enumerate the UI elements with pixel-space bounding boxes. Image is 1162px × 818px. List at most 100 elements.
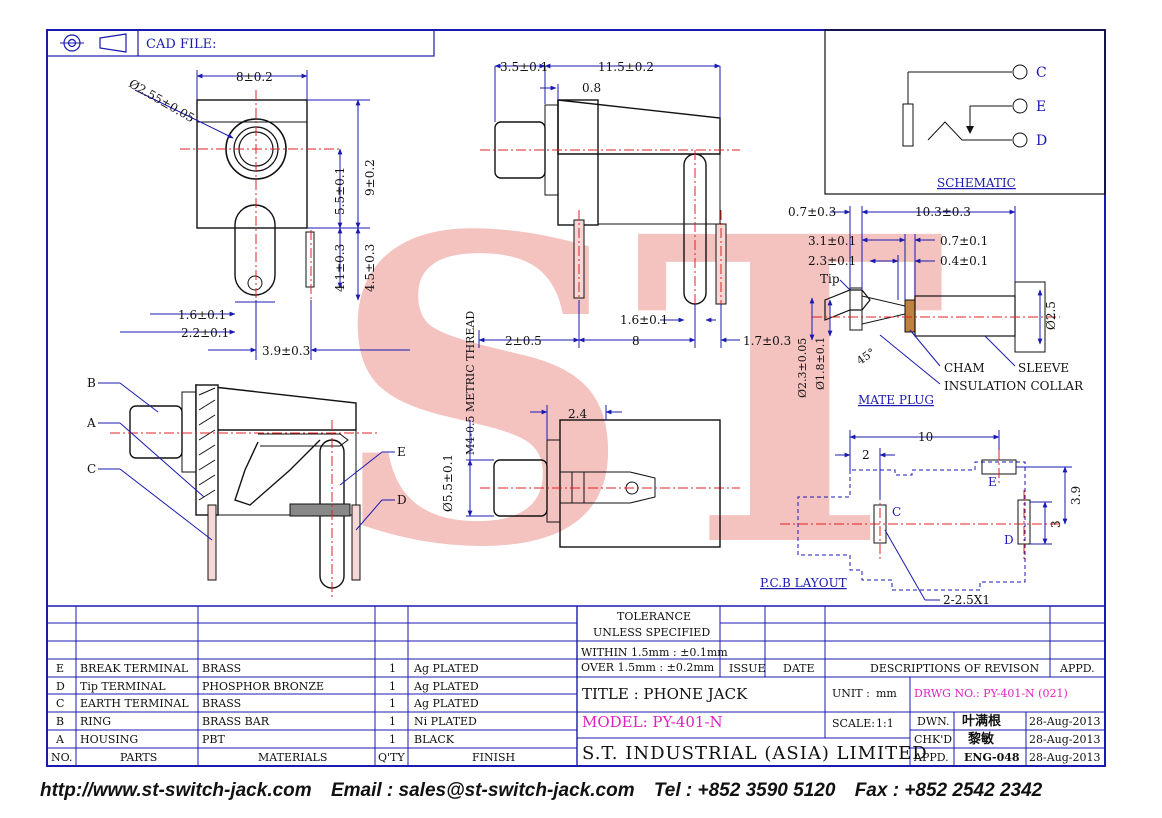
bom-row-2-no: C	[56, 697, 64, 710]
tel-text: Tel : +852 3590 5120	[653, 780, 836, 801]
dim-pin-w-a: 1.6±0.1	[178, 308, 226, 322]
revision-header: ISSUE DATE DESCRIPTIONS OF REVISON APPD.	[729, 662, 1095, 675]
bom-row-0-material: BRASS	[202, 662, 241, 675]
top-view-dimensions	[466, 405, 622, 517]
dwn-date: 28-Aug-2013	[1029, 715, 1101, 728]
top-view	[480, 419, 740, 548]
side-view-dimensions	[478, 63, 740, 348]
unit-value: mm	[876, 687, 897, 700]
title-text: TITLE : PHONE JACK	[582, 685, 748, 703]
pcb-dim-10: 10	[918, 430, 933, 444]
plug-dim-2: 3.1±0.1	[808, 234, 856, 248]
section-label-b: B	[87, 376, 96, 390]
bom-row-4-part: HOUSING	[80, 733, 138, 746]
bom-row-4-qty: 1	[389, 733, 396, 746]
dim-side-step: 0.8	[582, 81, 601, 95]
rev-date: DATE	[783, 662, 815, 675]
bom-row-1-finish: Ag PLATED	[413, 680, 479, 693]
dim-pin-spacing: 3.9±0.3	[262, 344, 310, 358]
bom-row-3-part: RING	[80, 715, 111, 728]
dim-front-width: 8±0.2	[236, 70, 273, 84]
pcb-dim-39: 3.9	[1069, 486, 1083, 505]
front-view	[180, 90, 340, 300]
plug-dim-6: Ø2.5	[1044, 301, 1058, 330]
bom-row-3-qty: 1	[389, 715, 396, 728]
bom-header-parts: PARTS	[120, 751, 157, 764]
bom-row-3-material: BRASS BAR	[202, 715, 270, 728]
bom-row-2-part: EARTH TERMINAL	[80, 697, 189, 710]
scale-value: 1:1	[876, 717, 894, 730]
dim-top-dia: Ø5.5±0.1	[441, 454, 455, 512]
section-view	[110, 384, 380, 600]
bom-header-no: NO.	[51, 751, 73, 764]
dim-side-pin-w: 1.6±0.1	[620, 313, 668, 327]
schematic-label-e: E	[1036, 99, 1046, 115]
title-block-grid	[47, 605, 1105, 766]
dim-top-24: 2.4	[568, 407, 587, 421]
bom-row-1-qty: 1	[389, 680, 396, 693]
drwg-no: DRWG NO.: PY-401-N (021)	[914, 687, 1068, 700]
dim-side-pin-span: 8	[632, 334, 640, 348]
rev-issue: ISSUE	[729, 662, 766, 675]
cad-file-label: CAD FILE:	[146, 37, 217, 52]
dim-hole-dia: Ø2.55±0.05	[127, 76, 198, 125]
pcb-dim-3: 3	[1049, 520, 1063, 528]
plug-callout-cham: CHAM	[944, 361, 985, 375]
bom-row-1-material: PHOSPHOR BRONZE	[202, 680, 324, 693]
dwn-name: 叶满根	[962, 713, 1002, 729]
website-link[interactable]: http://www.st-switch-jack.com	[40, 780, 312, 801]
bom-row-0-finish: Ag PLATED	[413, 662, 479, 675]
tolerance-block: TOLERANCE UNLESS SPECIFIED WITHIN 1.5mm …	[581, 610, 728, 674]
bom-row-3-no: B	[56, 715, 64, 728]
plug-dim-5: 0.4±0.1	[940, 254, 988, 268]
pcb-title: P.C.B LAYOUT	[760, 576, 847, 590]
appd-name: ENG-048	[964, 751, 1020, 764]
sheet-border	[46, 29, 1106, 767]
plug-dim-4: 2.3±0.1	[808, 254, 856, 268]
bom-header-finish: FINISH	[472, 751, 515, 764]
bom-row-2-material: BRASS	[202, 697, 241, 710]
schematic-label-c: C	[1036, 65, 1047, 81]
plug-dim-7: Ø2.3±0.05	[796, 338, 809, 398]
side-view	[480, 99, 740, 310]
watermark-text: ST	[330, 147, 946, 640]
company-name: S.T. INDUSTRIAL (ASIA) LIMITED	[582, 743, 928, 764]
dim-height-center: 5.5±0.1	[333, 167, 347, 215]
bom-table: E BREAK TERMINAL BRASS 1 Ag PLATED D Tip…	[51, 662, 515, 764]
bom-header-materials: MATERIALS	[258, 751, 327, 764]
chk-date: 28-Aug-2013	[1029, 733, 1101, 746]
dim-pin-len-a: 4.1±0.3	[333, 244, 347, 292]
section-label-c: C	[87, 462, 96, 476]
model-text: MODEL: PY-401-N	[582, 713, 723, 731]
pcb-label-d: D	[1004, 533, 1014, 547]
bom-row-4-finish: BLACK	[414, 733, 455, 746]
tolerance-subtitle: UNLESS SPECIFIED	[593, 626, 710, 639]
plug-callout-tip: Tip	[820, 272, 840, 286]
schematic-panel: C E D SCHEMATIC	[824, 29, 1106, 195]
dim-thread: M4-0.5 METRIC THREAD	[464, 311, 477, 455]
schematic-title: SCHEMATIC	[937, 176, 1016, 190]
rev-appd: APPD.	[1059, 662, 1095, 675]
section-label-d: D	[397, 493, 407, 507]
section-label-e: E	[397, 445, 406, 459]
plug-dim-3: 0.7±0.1	[940, 234, 988, 248]
email-text[interactable]: Email : sales@st-switch-jack.com	[330, 780, 635, 801]
mate-plug	[812, 281, 1060, 353]
section-label-a: A	[86, 416, 96, 430]
plug-dim-1: 10.3±0.3	[915, 205, 971, 219]
front-view-dimensions	[120, 70, 410, 360]
bom-row-2-finish: Ag PLATED	[413, 697, 479, 710]
bom-row-0-part: BREAK TERMINAL	[80, 662, 189, 675]
dwn-label: DWN.	[917, 715, 950, 728]
dim-pin-len-b: 4.5±0.3	[363, 244, 377, 292]
scale-label: SCALE:	[832, 717, 875, 730]
st-watermark: ST	[330, 147, 946, 640]
unit-label: UNIT :	[832, 687, 870, 700]
contact-footer: http://www.st-switch-jack.com Email : sa…	[40, 780, 1140, 802]
schematic-label-d: D	[1036, 133, 1047, 149]
tolerance-line1: WITHIN 1.5mm : ±0.1mm	[581, 646, 728, 659]
dim-side-nose: 3.5±0.1	[500, 60, 548, 74]
chk-name: 黎敏	[968, 731, 995, 747]
bom-header-qty: Q'TY	[378, 751, 405, 764]
